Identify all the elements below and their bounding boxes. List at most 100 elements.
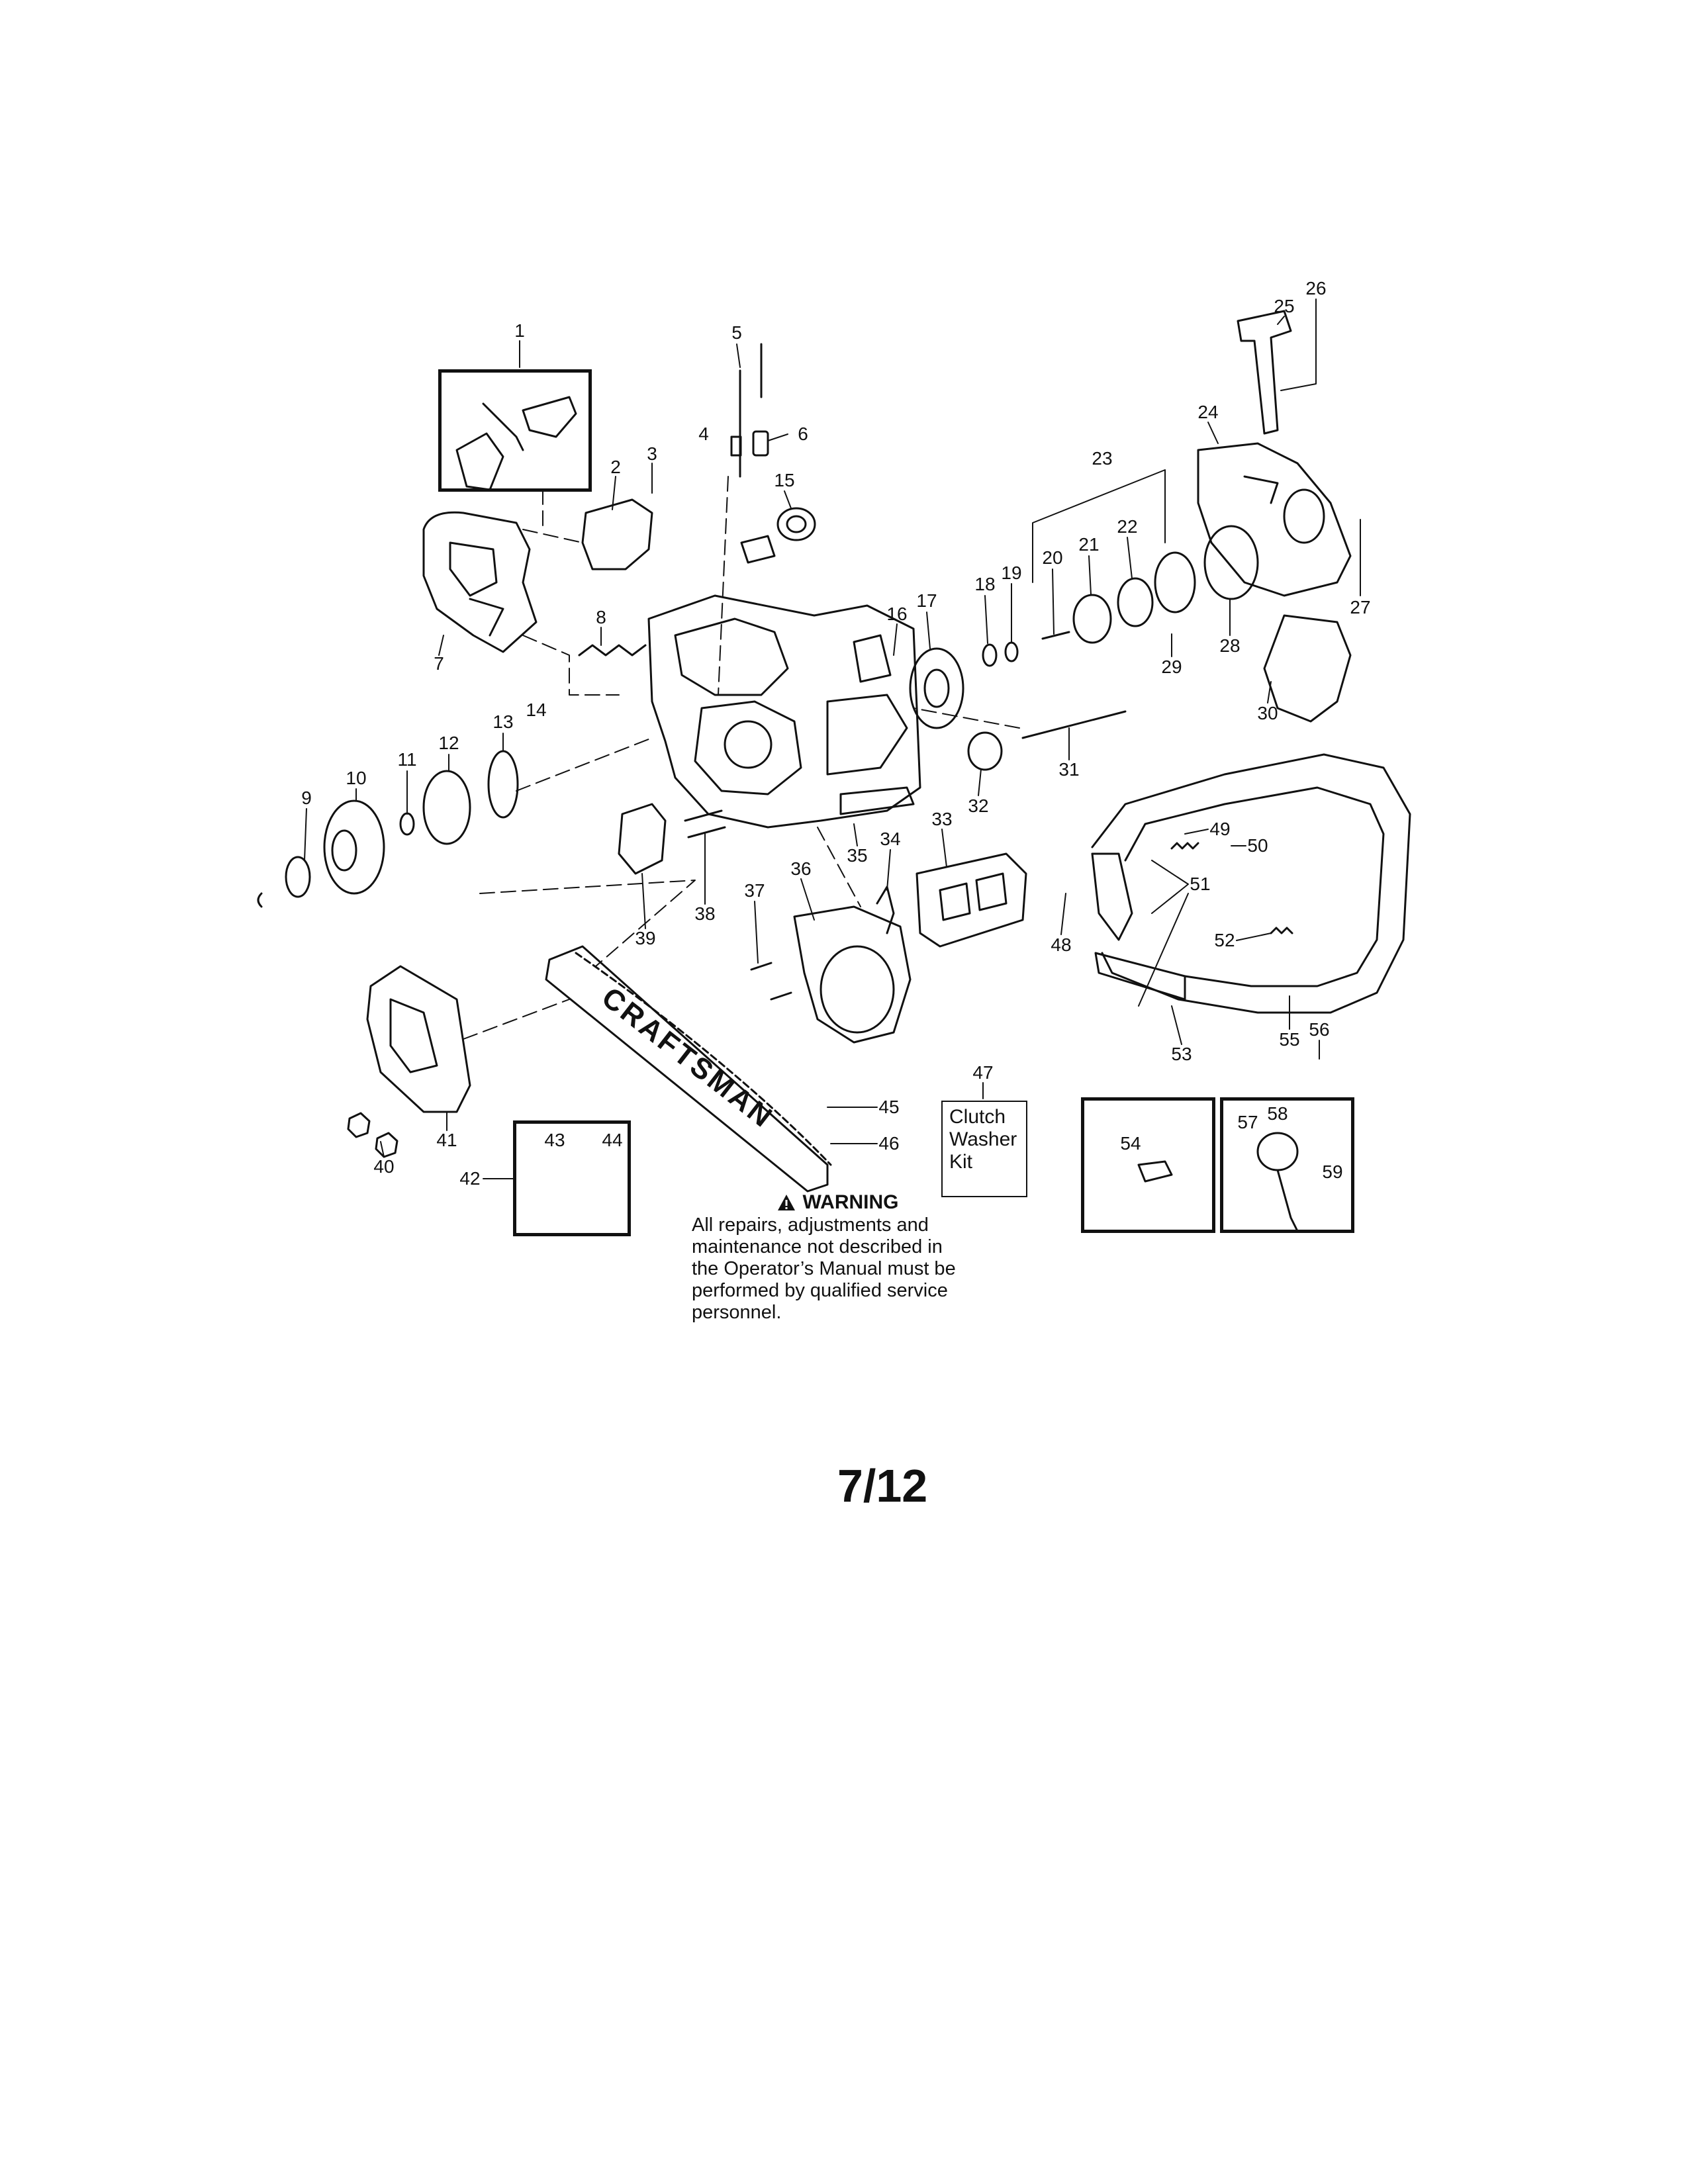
part-13-plate	[487, 750, 519, 819]
callout-25: 25	[1274, 296, 1295, 316]
clutch-washer-kit-box: Clutch Washer Kit	[941, 1101, 1027, 1197]
callout-5: 5	[731, 322, 742, 343]
leader-lines	[304, 298, 1361, 1179]
part-34-lever	[876, 886, 895, 934]
callout-48: 48	[1051, 934, 1072, 955]
callout-46: 46	[878, 1133, 900, 1154]
callout-22: 22	[1117, 516, 1138, 537]
part-39-plate	[618, 803, 667, 875]
callout-9: 9	[301, 788, 312, 808]
callout-19: 19	[1001, 563, 1022, 583]
part-41-side-cover	[366, 965, 471, 1113]
part-25-starter-grip	[1237, 310, 1292, 435]
part-9-washer	[285, 856, 311, 898]
callout-26: 26	[1305, 278, 1327, 298]
part-28-recoil	[1203, 525, 1259, 600]
part-12-clutch	[422, 770, 471, 845]
part-15-cap	[740, 507, 816, 564]
callout-14: 14	[526, 700, 547, 720]
part-35-crankcase	[647, 594, 921, 829]
part-37-screw-a	[750, 962, 773, 971]
callout-38: 38	[694, 903, 716, 924]
part-37-screw-b	[770, 991, 792, 1001]
page-number: 7/12	[837, 1460, 928, 1512]
part-38-bolt-b	[687, 826, 726, 839]
callout-4: 4	[698, 424, 709, 444]
callout-57: 57	[1237, 1112, 1258, 1132]
callout-29: 29	[1161, 657, 1182, 677]
part-56-kit-box	[1220, 1097, 1354, 1233]
callout-21: 21	[1078, 534, 1100, 555]
warning-line-2: maintenance not described in	[692, 1236, 943, 1257]
callout-8: 8	[596, 607, 606, 627]
part-45-chain	[575, 952, 832, 1166]
part-32-part	[967, 731, 1003, 771]
callout-37: 37	[744, 880, 765, 901]
part-18-washer	[982, 643, 998, 667]
callout-55: 55	[1279, 1029, 1300, 1050]
warning-notice: WARNING All repairs, adjustments and mai…	[692, 1191, 983, 1324]
part-38-bolt-a	[684, 809, 723, 822]
part-1-kit-box	[438, 369, 592, 492]
callout-44: 44	[602, 1130, 623, 1150]
warning-line-1: All repairs, adjustments and	[692, 1214, 929, 1236]
callout-15: 15	[774, 470, 795, 490]
kit-line-2: Washer	[949, 1128, 1017, 1150]
part-9-clip	[257, 892, 263, 908]
part-50-spring	[1170, 842, 1199, 850]
callout-39: 39	[635, 928, 656, 948]
callout-11: 11	[397, 749, 417, 770]
callout-41: 41	[436, 1130, 457, 1150]
part-4-fitting	[730, 435, 742, 457]
warning-triangle-icon	[777, 1194, 795, 1210]
callout-47: 47	[972, 1062, 994, 1083]
warning-title: WARNING	[802, 1191, 899, 1213]
callout-52: 52	[1214, 930, 1235, 950]
callout-27: 27	[1350, 597, 1371, 617]
callout-13: 13	[492, 711, 514, 732]
part-7-rear-handle	[422, 511, 538, 653]
callout-12: 12	[438, 733, 459, 753]
callout-17: 17	[916, 590, 937, 611]
callout-32: 32	[968, 796, 989, 816]
callout-7: 7	[434, 653, 444, 674]
warning-title-row: WARNING	[692, 1191, 983, 1213]
callout-43: 43	[544, 1130, 565, 1150]
callout-51: 51	[1190, 874, 1211, 894]
part-17-flywheel	[909, 647, 964, 729]
part-54-kit-box	[1081, 1097, 1215, 1233]
callout-24: 24	[1197, 402, 1219, 422]
callout-6: 6	[798, 424, 808, 444]
part-24-starter-housing	[1197, 442, 1352, 597]
part-31-rod	[1021, 710, 1127, 739]
callout-23: 23	[1092, 448, 1113, 469]
part-8-spring	[578, 644, 647, 657]
callout-40: 40	[373, 1156, 395, 1177]
part-20-screw	[1041, 631, 1070, 640]
warning-line-5: personnel.	[692, 1302, 782, 1323]
part-19-nut	[1004, 641, 1019, 662]
part-23-pawl	[1154, 551, 1196, 614]
part-46-guide-bar	[545, 945, 829, 1193]
callout-3: 3	[647, 443, 657, 464]
part-1-kit-drawing	[455, 396, 577, 491]
callout-54: 54	[1120, 1133, 1141, 1154]
callout-45: 45	[878, 1097, 900, 1117]
part-10-clutch-drum	[323, 799, 385, 895]
assembly-dash-lines	[463, 476, 1020, 1040]
callout-16: 16	[886, 604, 908, 624]
callout-30: 30	[1257, 703, 1278, 723]
part-42-kit-box	[513, 1120, 631, 1236]
warning-line-4: performed by qualified service	[692, 1280, 948, 1301]
callout-20: 20	[1042, 547, 1063, 568]
part-40-nut-b	[375, 1132, 399, 1158]
callout-49: 49	[1209, 819, 1231, 839]
callout-58: 58	[1267, 1103, 1288, 1124]
craftsman-brand-text: CRAFTSMAN	[596, 981, 780, 1134]
part-54-adjuster	[1137, 1160, 1173, 1183]
part-11-washer	[399, 812, 415, 836]
kit-line-1: Clutch	[949, 1106, 1006, 1128]
callout-36: 36	[790, 858, 812, 879]
part-22-spring	[1117, 577, 1154, 627]
callout-31: 31	[1058, 759, 1080, 780]
